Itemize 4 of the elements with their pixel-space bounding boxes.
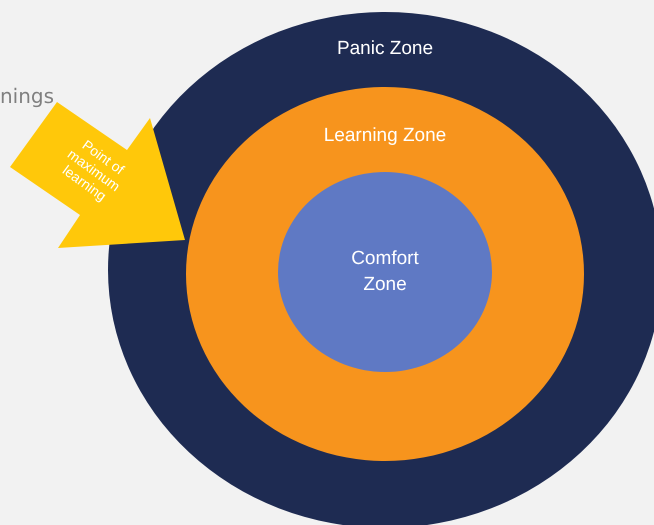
- zone-label: Comfort Zone: [350, 247, 420, 297]
- partial-text: nings: [0, 84, 54, 108]
- zone-label: Panic Zone: [336, 37, 434, 61]
- zone-label: Learning Zone: [322, 124, 448, 148]
